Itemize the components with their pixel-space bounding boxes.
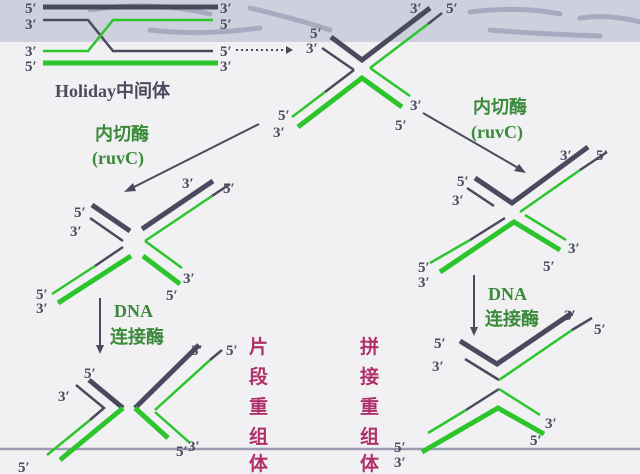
left-cut-arrow: 内切酶 (ruvC) xyxy=(92,123,260,192)
background xyxy=(0,0,640,451)
strand-end-label: 3′ xyxy=(545,416,557,432)
ligase-label: DNA xyxy=(488,284,527,304)
ligase-label: DNA xyxy=(114,301,153,321)
strand-end-label: 3′ xyxy=(410,1,422,17)
strand-end-label: 5′ xyxy=(434,336,446,352)
strand-end-label: 3′ xyxy=(220,59,232,75)
strand-end-label: 5′ xyxy=(220,44,232,60)
strand-end-label: 5′ xyxy=(446,1,458,17)
strand-end-label: 3′ xyxy=(410,98,422,114)
left-ligase-arrow: DNA 连接酶 xyxy=(96,298,164,354)
strand-end-label: 3′ xyxy=(452,193,464,209)
strand-end-label: 3′ xyxy=(418,275,430,291)
strand-end-label: 3′ xyxy=(25,44,37,60)
strand-end-label: 3′ xyxy=(188,439,200,455)
strand-end-label: 5′ xyxy=(84,366,96,382)
enzyme-label: 内切酶 xyxy=(473,96,527,117)
x-junction: 5′ 3′ 3′ 5′ 5′ 3′ 3′ 5′ xyxy=(273,1,458,141)
strand-end-label: 5′ xyxy=(594,322,606,338)
strand-end-label: 3′ xyxy=(191,343,203,359)
vertical-label-char: 组 xyxy=(249,425,268,448)
arrow-head-icon xyxy=(286,46,293,54)
ligase-label: 连接酶 xyxy=(110,326,164,347)
vertical-label-char: 重 xyxy=(360,396,379,418)
strand-end-label: 5′ xyxy=(418,260,430,276)
strand-end-label: 3′ xyxy=(306,41,318,57)
strand-end-label: 5′ xyxy=(543,259,555,275)
strand-end-label: 3′ xyxy=(58,389,70,405)
strand-end-label: 5′ xyxy=(223,181,235,197)
arrow-head-icon xyxy=(96,345,104,354)
enzyme-sub-label: (ruvC) xyxy=(471,122,523,143)
right-cut-structure: 3′ 5′ 5′ 3′ 5′ 3′ 3′ 5′ xyxy=(418,144,608,291)
strand-end-label: 5′ xyxy=(25,59,37,75)
ligase-label: 连接酶 xyxy=(485,308,539,329)
strand-end-label: 3′ xyxy=(432,359,444,375)
splice-recombinant: 5′ 3′ 3′ 5′ 3′ 5′ 5′ 3′ xyxy=(394,308,606,471)
left-cut-structure: 3′ 5′ 5′ 3′ 3′ 5′ 5′ 3′ xyxy=(36,176,235,317)
right-ligase-arrow: DNA 连接酶 xyxy=(470,275,539,336)
holliday-intermediate: 5′ 3′ 3′ 5′ 3′ 5′ 5′ 3′ Holiday中间体 xyxy=(25,1,293,101)
vertical-label-char: 拼 xyxy=(360,335,379,358)
splice-recombinant-label: 拼 接 重 组 体 xyxy=(360,335,380,474)
strand-end-label: 5′ xyxy=(36,287,48,303)
enzyme-sub-label: (ruvC) xyxy=(92,148,144,169)
strand-end-label: 5′ xyxy=(220,17,232,33)
strand-end-label: 5′ xyxy=(166,288,178,304)
patch-recombinant: 3′ 5′ 5′ 3′ 5′ 5′ 3′ xyxy=(18,343,238,474)
holliday-title: Holiday中间体 xyxy=(55,80,171,101)
arrow-head-icon xyxy=(124,183,136,192)
vertical-label-char: 段 xyxy=(249,365,269,388)
arrow-head-icon xyxy=(470,327,478,336)
strand-end-label: 5′ xyxy=(530,433,542,449)
strand-end-label: 3′ xyxy=(70,224,82,240)
vertical-label-char: 接 xyxy=(360,366,379,388)
patch-recombinant-label: 片 段 重 组 体 xyxy=(249,335,269,474)
vertical-label-char: 片 xyxy=(249,335,268,358)
strand-end-label: 5′ xyxy=(74,205,86,221)
strand-end-label: 5′ xyxy=(18,460,30,474)
strand-end-label: 5′ xyxy=(394,440,406,456)
strand-end-label: 5′ xyxy=(278,108,290,124)
strand-end-label: 3′ xyxy=(394,455,406,471)
right-cut-arrow: 内切酶 (ruvC) xyxy=(422,96,527,173)
strand-end-label: 5′ xyxy=(310,26,322,42)
strand-end-label: 3′ xyxy=(36,301,48,317)
vertical-label-char: 组 xyxy=(360,425,379,448)
strand-end-label: 5′ xyxy=(596,148,608,164)
strand-end-label: 5′ xyxy=(395,118,407,134)
strand-end-label: 3′ xyxy=(182,176,194,192)
strand-end-label: 5′ xyxy=(176,444,188,460)
strand-end-label: 3′ xyxy=(183,271,195,287)
strand-end-label: 3′ xyxy=(560,148,572,164)
strand-end-label: 5′ xyxy=(457,174,469,190)
strand-end-label: 3′ xyxy=(568,241,580,257)
strand-end-label: 3′ xyxy=(220,1,232,17)
strand-end-label: 5′ xyxy=(25,1,37,17)
vertical-label-char: 体 xyxy=(360,452,380,474)
vertical-label-char: 体 xyxy=(249,452,269,474)
enzyme-label: 内切酶 xyxy=(95,123,149,144)
strand-end-label: 5′ xyxy=(226,343,238,359)
strand-end-label: 3′ xyxy=(273,125,285,141)
strand-end-label: 3′ xyxy=(25,17,37,33)
vertical-label-char: 重 xyxy=(249,396,268,418)
strand-end-label: 3′ xyxy=(564,308,576,324)
arrow-head-icon xyxy=(514,164,526,173)
